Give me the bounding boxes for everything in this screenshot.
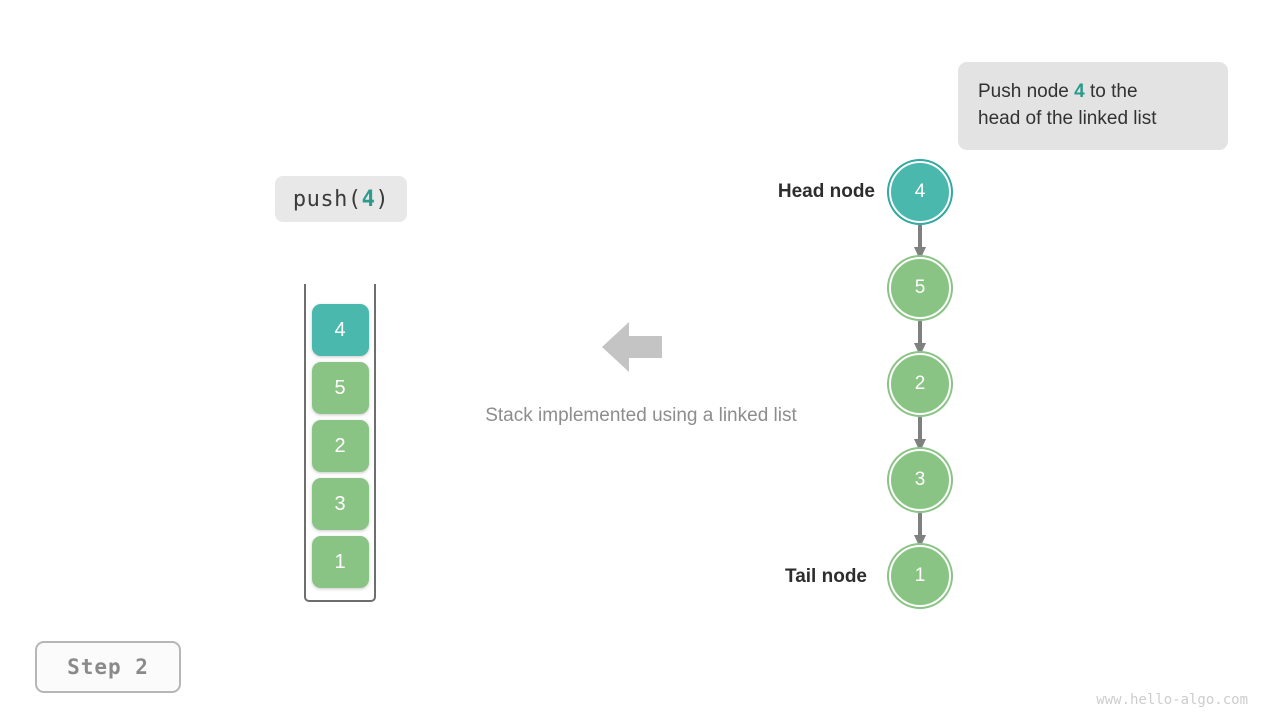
annotation-text-before: Push node xyxy=(978,81,1075,102)
head-node-label: Head node xyxy=(777,181,875,202)
linked-list-node: 5 xyxy=(889,257,951,319)
operation-value: 4 xyxy=(361,186,376,212)
linked-list-node: 3 xyxy=(889,449,951,511)
link-arrow-icon xyxy=(913,513,927,549)
linked-list-diagram: 4 5 2 3 1 xyxy=(880,158,960,618)
annotation-text-line2: head of the linked list xyxy=(978,108,1157,129)
annotation-text-after: to the xyxy=(1084,81,1138,102)
linked-list-node: 1 xyxy=(889,545,951,607)
operation-suffix: ) xyxy=(375,186,390,212)
link-arrow-icon xyxy=(913,321,927,357)
stack-cell: 1 xyxy=(311,536,369,588)
stack-cell: 4 xyxy=(311,304,369,356)
operation-prefix: push( xyxy=(292,186,362,212)
annotation-highlight-value: 4 xyxy=(1074,81,1085,102)
operation-label: push(4) xyxy=(275,176,407,222)
linked-list-node: 2 xyxy=(889,353,951,415)
annotation-callout: Push node 4 to the head of the linked li… xyxy=(958,62,1228,150)
diagram-caption: Stack implemented using a linked list xyxy=(485,405,797,426)
stack-cell: 3 xyxy=(311,478,369,530)
linked-list-node: 4 xyxy=(889,161,951,223)
step-badge: Step 2 xyxy=(35,641,181,693)
tail-node-label: Tail node xyxy=(785,566,867,587)
stack-cell: 5 xyxy=(311,362,369,414)
stack-container: 4 5 2 3 1 xyxy=(304,284,376,602)
link-arrow-icon xyxy=(913,225,927,261)
link-arrow-icon xyxy=(913,417,927,453)
stack-cell: 2 xyxy=(311,420,369,472)
arrow-left-icon xyxy=(602,320,662,374)
watermark: www.hello-algo.com xyxy=(1096,692,1248,708)
